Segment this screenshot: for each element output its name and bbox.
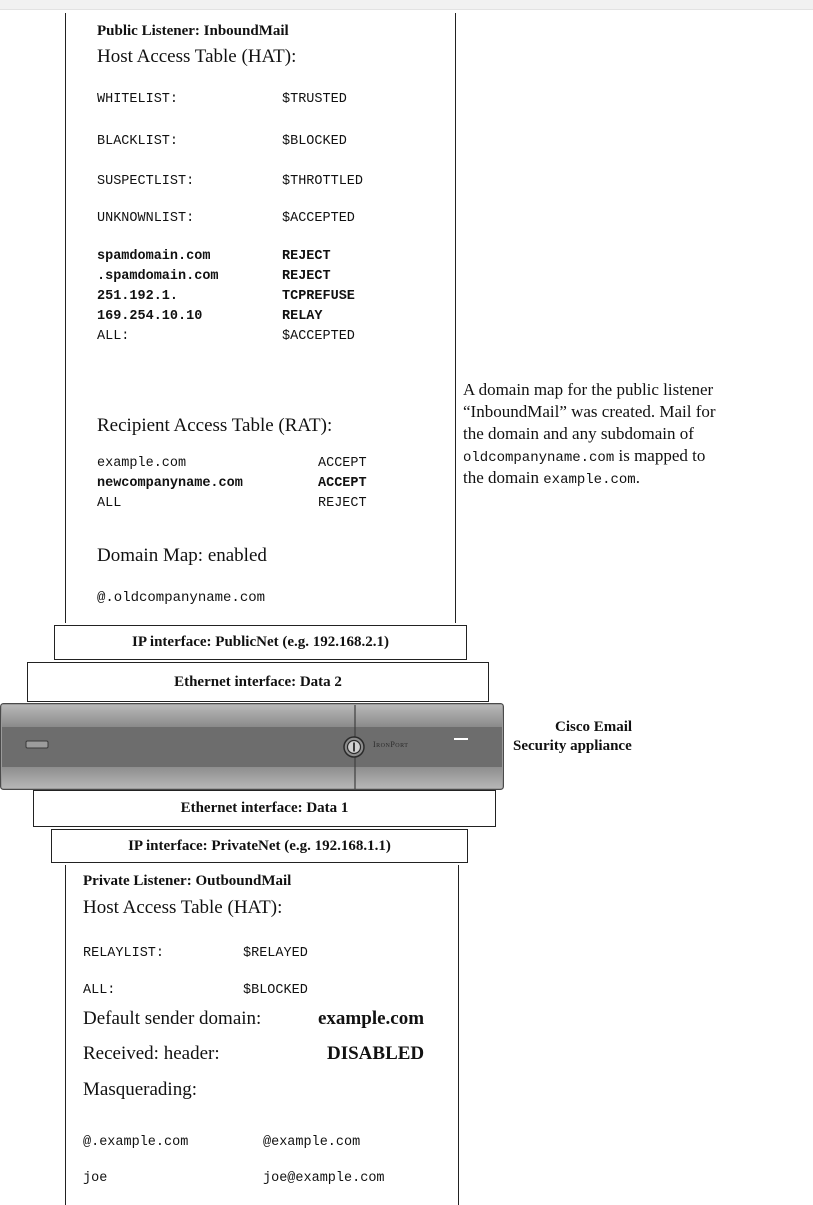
public-rat-heading: Recipient Access Table (RAT):	[97, 415, 333, 436]
email-security-appliance: IronPort	[0, 703, 505, 791]
default-sender-value: example.com	[318, 1008, 425, 1029]
ip-interface-private: IP interface: PrivateNet (e.g. 192.168.1…	[51, 829, 468, 863]
annotation-line-4: oldcompanyname.com is mapped to	[463, 446, 705, 466]
domain-map-heading: Domain Map: enabled	[97, 545, 267, 566]
masquerading-row-value: joe@example.com	[263, 1171, 385, 1186]
private-hat-row-name: ALL:	[83, 983, 116, 998]
public-listener-right-border	[455, 13, 456, 623]
default-sender-label: Default sender domain:	[83, 1008, 262, 1029]
appliance-label-line-2: Security appliance	[513, 738, 632, 754]
public-hat-entry-value: REJECT	[282, 249, 331, 264]
masquerading-heading: Masquerading:	[83, 1079, 197, 1100]
annotation-code-example: example.com	[543, 472, 636, 488]
private-listener-right-border	[458, 865, 459, 1205]
public-rat-row-value: REJECT	[318, 496, 367, 511]
public-rat-row-value: ACCEPT	[318, 476, 367, 491]
public-hat-row-name: UNKNOWNLIST:	[97, 211, 195, 226]
appliance-led	[454, 738, 468, 740]
public-hat-entry-value: $ACCEPTED	[282, 329, 355, 344]
ethernet-interface-data2: Ethernet interface: Data 2	[27, 662, 489, 702]
ip-interface-public: IP interface: PublicNet (e.g. 192.168.2.…	[54, 625, 467, 660]
annotation-line-5: the domain example.com.	[463, 468, 640, 488]
public-hat-row-name: SUSPECTLIST:	[97, 174, 195, 189]
masquerading-row-value: @example.com	[263, 1135, 361, 1150]
appliance-brand-logo: IronPort	[373, 740, 409, 749]
public-listener-title: Public Listener: InboundMail	[97, 23, 289, 39]
public-hat-row-value: $BLOCKED	[282, 134, 347, 149]
received-header-label: Received: header:	[83, 1043, 220, 1064]
private-hat-row-value: $RELAYED	[243, 946, 308, 961]
annotation-line-1: A domain map for the public listener	[463, 380, 714, 399]
public-hat-entry-name: ALL:	[97, 329, 130, 344]
masquerading-row-name: joe	[83, 1171, 108, 1186]
annotation-line-2: “InboundMail” was created. Mail for	[463, 402, 716, 421]
public-hat-row-name: WHITELIST:	[97, 92, 179, 107]
public-hat-row-value: $TRUSTED	[282, 92, 347, 107]
private-listener-title: Private Listener: OutboundMail	[83, 873, 292, 889]
public-hat-entry-name: 251.192.1.	[97, 289, 179, 304]
public-hat-entry-name: .spamdomain.com	[97, 269, 219, 284]
public-hat-entry-value: RELAY	[282, 309, 323, 324]
public-hat-entry-name: spamdomain.com	[97, 249, 211, 264]
annotation-code-oldcompanyname: oldcompanyname.com	[463, 450, 615, 466]
appliance-label-line-1: Cisco Email	[555, 719, 633, 735]
public-hat-entry-value: TCPREFUSE	[282, 289, 355, 304]
public-hat-row-name: BLACKLIST:	[97, 134, 179, 149]
public-hat-heading: Host Access Table (HAT):	[97, 46, 297, 67]
public-hat-row-value: $THROTTLED	[282, 174, 364, 189]
appliance-bottom-panel	[2, 767, 502, 788]
public-rat-row-name: newcompanyname.com	[97, 476, 243, 491]
annotation-line-5-end: .	[635, 468, 640, 487]
private-hat-heading: Host Access Table (HAT):	[83, 897, 283, 918]
private-listener-left-border	[65, 865, 66, 1205]
public-listener-left-border	[65, 13, 66, 623]
private-hat-row-value: $BLOCKED	[243, 983, 308, 998]
appliance-band	[2, 727, 502, 767]
public-rat-row-name: example.com	[97, 456, 187, 471]
received-header-value: DISABLED	[327, 1043, 425, 1064]
ethernet-interface-data1: Ethernet interface: Data 1	[33, 790, 496, 827]
top-bar	[0, 0, 813, 10]
masquerading-row-name: @.example.com	[83, 1135, 189, 1150]
domain-map-value: @.oldcompanyname.com	[97, 590, 266, 606]
annotation-line-4-text: is mapped to	[614, 446, 706, 465]
public-rat-row-value: ACCEPT	[318, 456, 367, 471]
private-hat-row-name: RELAYLIST:	[83, 946, 165, 961]
appliance-top-panel	[2, 705, 502, 727]
public-hat-row-value: $ACCEPTED	[282, 211, 355, 226]
public-rat-row-name: ALL	[97, 496, 122, 511]
annotation-line-3: the domain and any subdomain of	[463, 424, 694, 443]
public-hat-entry-name: 169.254.10.10	[97, 309, 203, 324]
annotation-line-5-text: the domain	[463, 468, 544, 487]
appliance-slot	[25, 740, 49, 749]
public-hat-entry-value: REJECT	[282, 269, 331, 284]
appliance-graphic	[0, 703, 504, 790]
